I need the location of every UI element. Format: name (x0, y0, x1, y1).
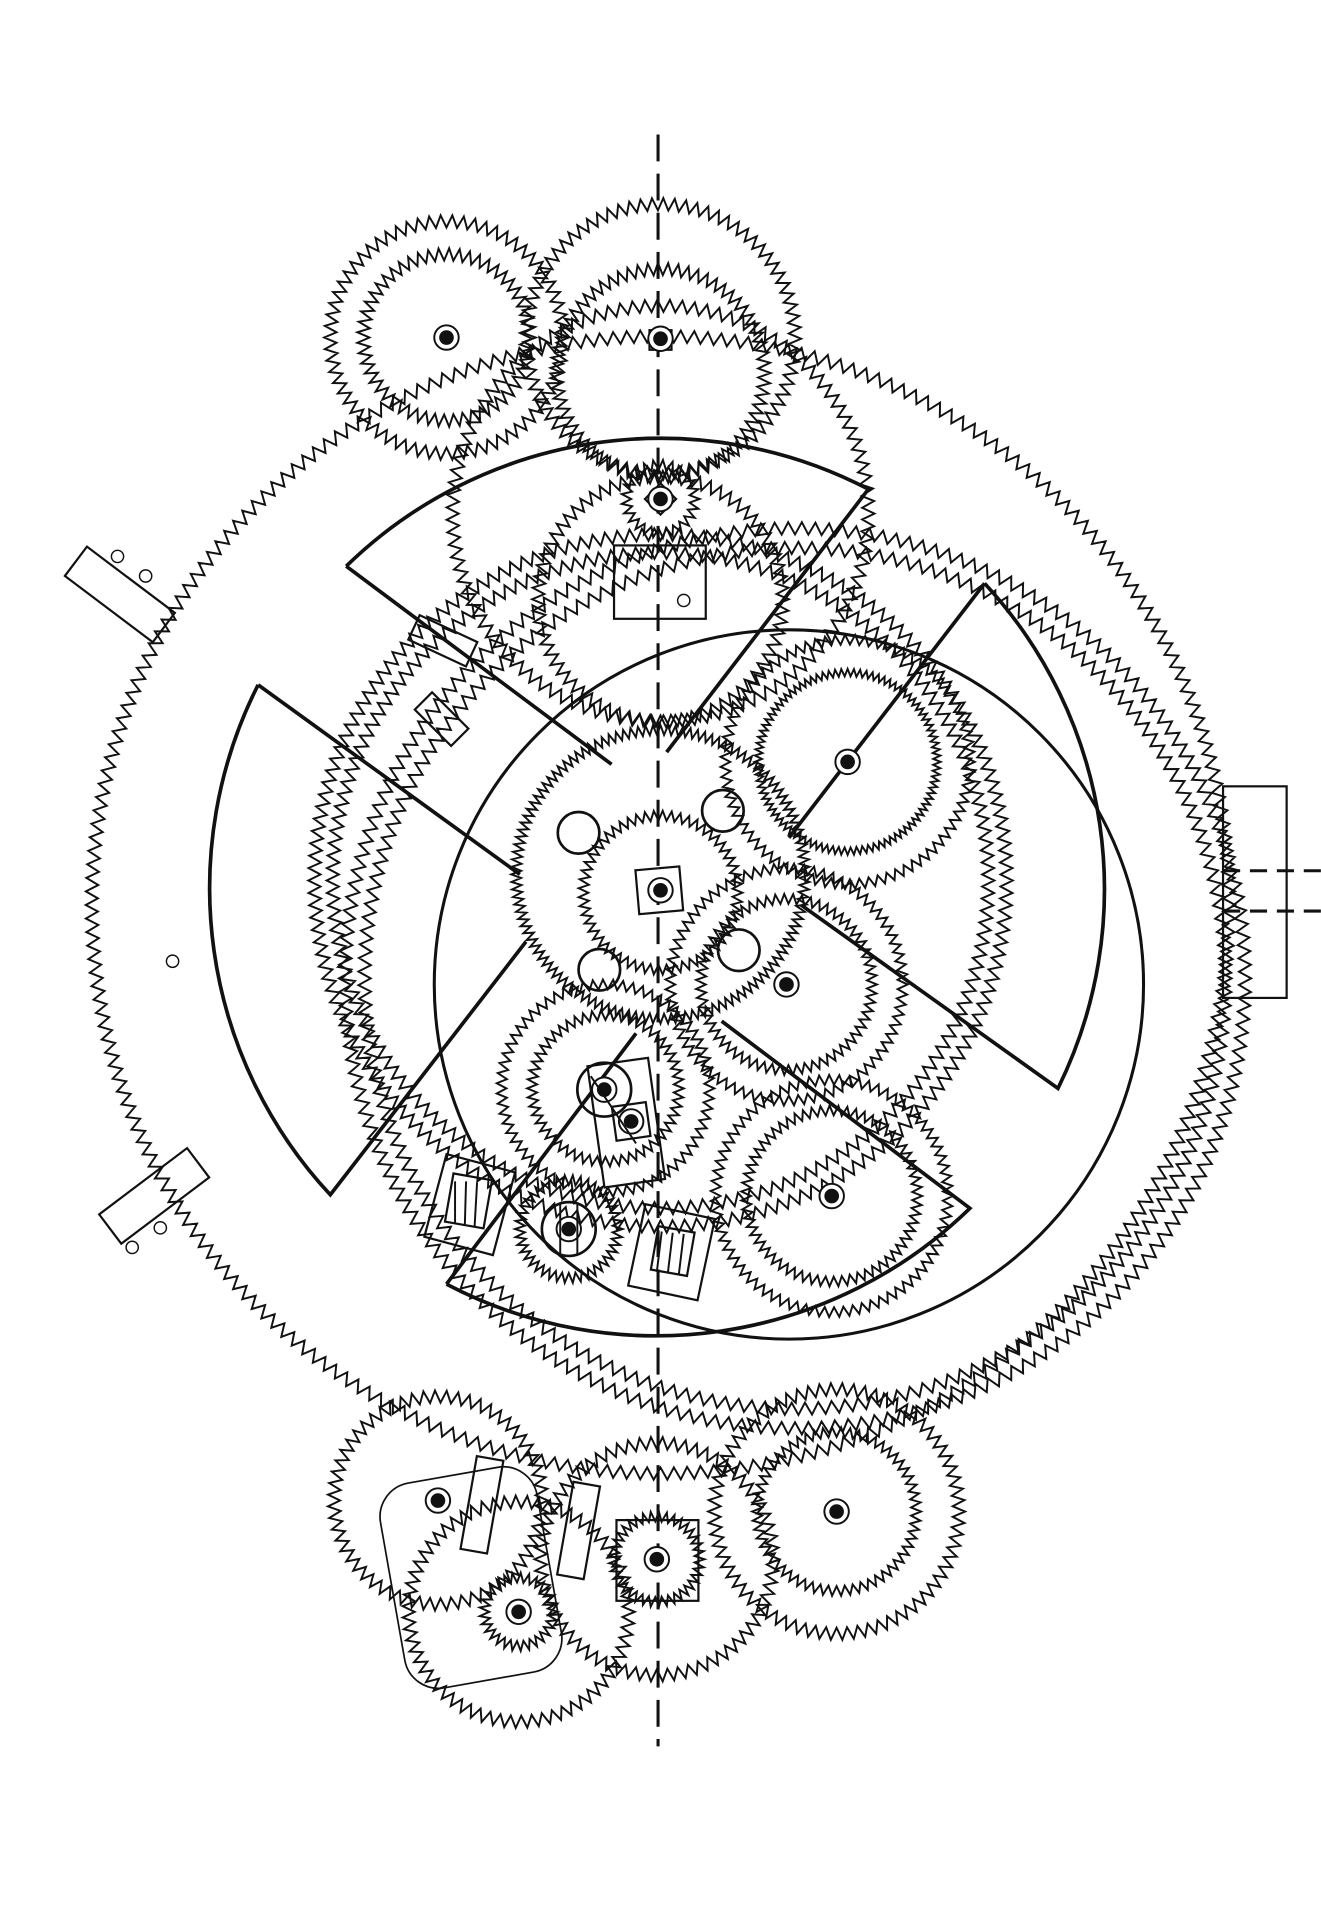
axle-dot (653, 331, 668, 347)
hole (125, 1240, 140, 1255)
hole (165, 954, 180, 969)
bracket-rect (649, 1224, 696, 1278)
axle-dot (623, 1114, 639, 1129)
pin-circle (540, 1200, 598, 1258)
bracket-rect (1221, 785, 1288, 1000)
gear (529, 468, 792, 731)
hole (153, 1220, 168, 1235)
gear (524, 1007, 687, 1170)
bracket-rect (626, 1202, 717, 1302)
axle-dot (840, 754, 855, 770)
bracket-rect (615, 1519, 700, 1602)
hole (138, 569, 153, 583)
axle-dot (779, 977, 794, 992)
gear (693, 891, 880, 1078)
axle-dot (653, 882, 668, 898)
gear (738, 1102, 925, 1290)
gear (749, 1424, 924, 1599)
bracket-rect (413, 690, 470, 748)
hole (110, 549, 125, 564)
gear (618, 457, 703, 541)
pin-circle (716, 928, 761, 973)
plate-circle (432, 628, 1146, 1341)
axle-dot (430, 1493, 446, 1508)
axle-dot (653, 491, 668, 507)
gear (708, 1072, 956, 1320)
slot-line (463, 1181, 468, 1226)
gear (511, 1172, 626, 1286)
bracket-rect (634, 865, 685, 916)
gear (508, 722, 813, 1027)
axle-dot (596, 1082, 612, 1097)
gear (400, 1493, 638, 1731)
gear (476, 1569, 561, 1655)
shapes-layer (63, 134, 1321, 1747)
gear (547, 260, 774, 486)
gear (576, 808, 746, 978)
axle-dot (439, 330, 454, 345)
plate-rounded (379, 1465, 563, 1690)
gear (444, 297, 877, 730)
gear (306, 526, 1015, 1235)
bracket-rect (555, 1480, 602, 1581)
gear (752, 666, 944, 858)
gear (324, 544, 997, 1217)
pin-circle (575, 1061, 633, 1118)
hole (676, 593, 691, 608)
bracket-rect (406, 613, 479, 668)
axle-dot (561, 1221, 577, 1237)
slot-line (655, 1231, 663, 1272)
pin-circle (556, 810, 601, 855)
bracket-rect (443, 1172, 494, 1230)
gear (354, 245, 539, 430)
sector-arm (787, 582, 1107, 1092)
mounting-lug (63, 545, 177, 644)
gears-layer (83, 195, 1254, 1731)
sector-arm (207, 683, 528, 1198)
bracket-rect (586, 1056, 667, 1189)
bracket-rect (423, 1152, 517, 1257)
gear (705, 1380, 968, 1643)
gear (718, 632, 978, 892)
gear (517, 195, 804, 482)
gear (83, 328, 1238, 1482)
axle-dot (511, 1604, 526, 1620)
bracket-rect (459, 1454, 505, 1555)
axle-dot (829, 1504, 844, 1519)
gear (336, 520, 1254, 1437)
sector-arm (445, 1019, 973, 1338)
slot-line (677, 1233, 685, 1275)
axle-dot (824, 1188, 840, 1204)
gear (532, 1434, 782, 1684)
slot-line (473, 1182, 479, 1227)
gear (321, 212, 572, 463)
link-line (589, 1075, 637, 1144)
slot-line (666, 1232, 674, 1274)
pin-circle (577, 947, 622, 992)
pin-circle (700, 788, 746, 833)
bracket-rect (612, 544, 707, 620)
axle-dot (649, 1551, 665, 1567)
mounting-lug (97, 1146, 211, 1246)
sector-arm (344, 436, 872, 766)
